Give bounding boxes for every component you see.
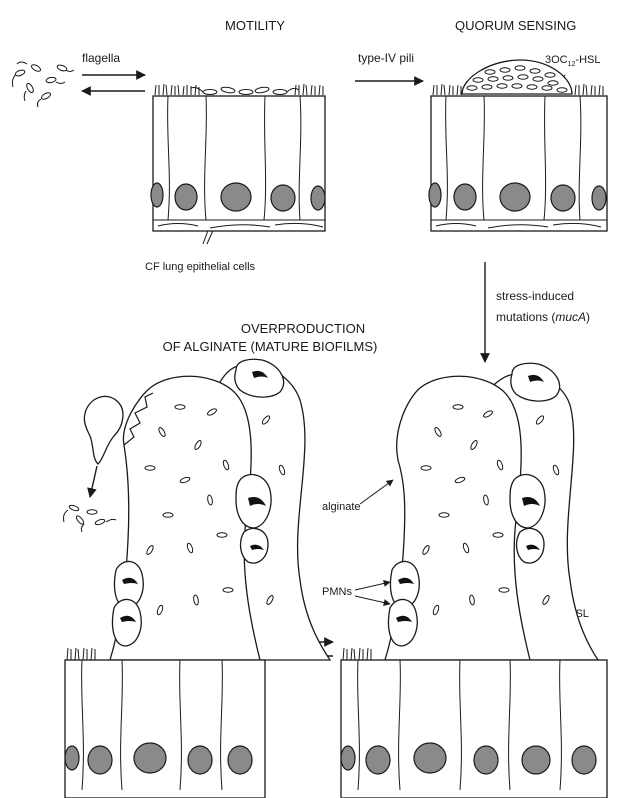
stress-line2-suffix: ) (586, 310, 590, 324)
hsl-3oc12-label: 3OC12-HSL (545, 54, 600, 68)
overproduction-line2: OF ALGINATE (MATURE BIOFILMS) (163, 339, 378, 354)
motility-attached-bacteria (191, 86, 299, 94)
left-pmn-top (235, 359, 284, 397)
motility-title: MOTILITY (225, 18, 285, 33)
dispersed-bacteria (64, 504, 117, 532)
flagella-label: flagella (82, 51, 120, 65)
hsl-3oc12-suffix: -HSL (575, 54, 600, 66)
type-iv-pili-label: type-IV pili (358, 51, 414, 65)
hsl-3oc12-subscript: 12 (568, 61, 576, 68)
alginate-pointer (360, 480, 393, 504)
stress-line2-prefix: mutations ( (496, 310, 555, 324)
left-tissue-block (65, 660, 265, 798)
dispersal-arrow (90, 466, 97, 497)
pmns-label: PMNs (322, 586, 352, 598)
left-mature-biofilm (64, 359, 331, 798)
stress-line2: mutations (mucA) (496, 310, 590, 324)
right-pmn-side-2 (389, 599, 418, 646)
stress-line1: stress-induced (496, 289, 574, 303)
pmns-pointer-1 (355, 582, 390, 590)
alginate-label: alginate (322, 501, 361, 513)
stress-line2-italic: mucA (555, 310, 586, 324)
motility-epithelium (151, 84, 325, 231)
quorum-epithelium (429, 60, 607, 231)
pmns-pointer-2 (355, 596, 390, 604)
right-pmn-top (511, 363, 560, 401)
hsl-3oc12-prefix: 3OC (545, 54, 568, 66)
right-tissue-block (341, 660, 607, 798)
free-bacteria-top (12, 62, 74, 107)
quorum-sensing-title: QUORUM SENSING (455, 18, 576, 33)
cf-cells-label: CF lung epithelial cells (145, 261, 256, 273)
overproduction-line1: OVERPRODUCTION (241, 321, 365, 336)
left-pmn-side-2 (113, 599, 142, 646)
detached-fragment (84, 396, 123, 464)
right-mature-biofilm (341, 363, 607, 798)
